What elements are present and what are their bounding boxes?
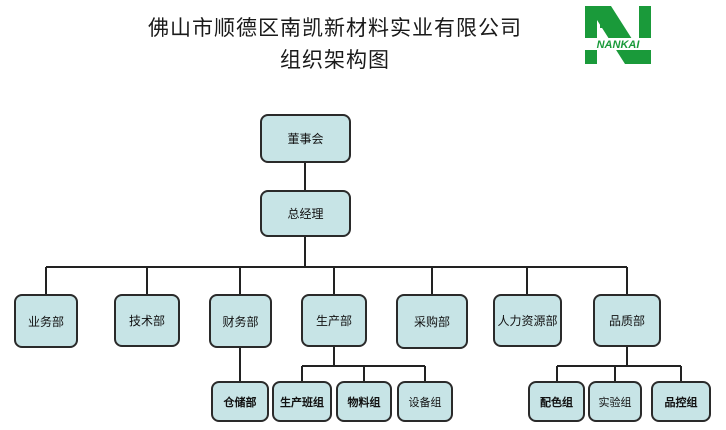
group-node-color-matching: 配色组 bbox=[528, 381, 585, 422]
dept-node-quality: 品质部 bbox=[593, 294, 661, 347]
company-title: 佛山市顺德区南凯新材料实业有限公司 bbox=[148, 16, 522, 40]
gm-node: 总经理 bbox=[260, 190, 351, 237]
logo-text: NANKAI bbox=[597, 39, 641, 51]
dept-node-production: 生产部 bbox=[301, 294, 367, 347]
group-node-warehouse: 仓储部 bbox=[211, 381, 269, 422]
group-node-equipment: 设备组 bbox=[397, 381, 453, 422]
dept-node-purchasing: 采购部 bbox=[396, 294, 468, 349]
dept-node-finance: 财务部 bbox=[209, 294, 272, 348]
chart-title: 组织架构图 bbox=[280, 48, 390, 72]
dept-node-hr: 人力资源部 bbox=[493, 294, 562, 347]
group-node-materials: 物料组 bbox=[336, 381, 392, 422]
group-node-quality-control: 品控组 bbox=[651, 381, 711, 422]
nankai-logo: NANKAI bbox=[583, 4, 653, 66]
dept-node-tech: 技术部 bbox=[114, 294, 180, 347]
group-node-production-team: 生产班组 bbox=[272, 381, 332, 422]
board-node: 董事会 bbox=[260, 114, 351, 163]
dept-node-business: 业务部 bbox=[14, 294, 78, 348]
group-node-lab: 实验组 bbox=[588, 381, 642, 422]
